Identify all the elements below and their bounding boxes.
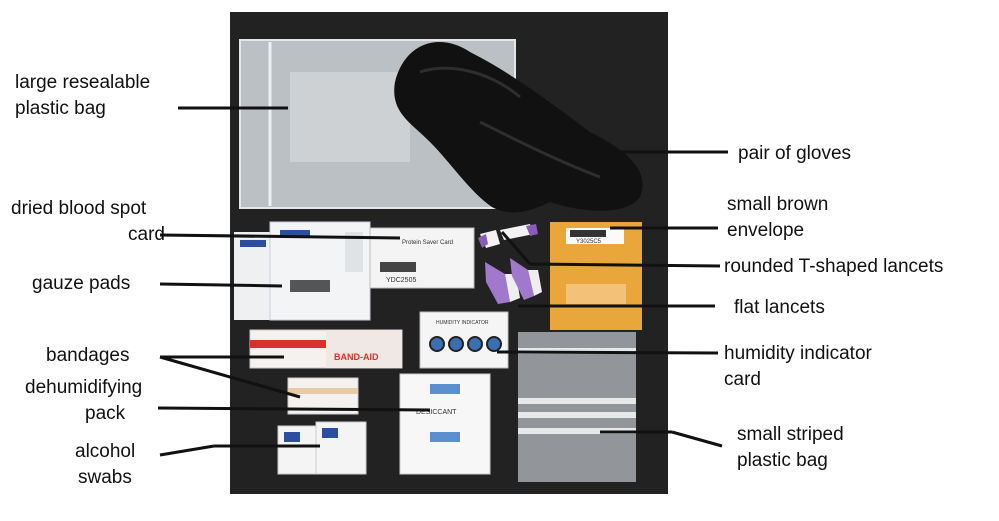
- label-alcohol: alcohol swabs: [75, 439, 135, 491]
- label-t-lancets-line1: rounded T-shaped lancets: [724, 256, 944, 277]
- label-gloves: pair of gloves: [738, 141, 851, 167]
- leader-alcohol: [159, 444, 215, 457]
- label-dehumid-line1: dehumidifying: [25, 377, 143, 398]
- leader-humidity: [496, 350, 719, 355]
- label-envelope-line2: envelope: [727, 220, 805, 241]
- envelope-print-code: Y3025C5: [576, 239, 602, 245]
- label-dehumid: dehumidifying pack: [25, 375, 142, 427]
- label-large-bag: large resealable plastic bag: [15, 70, 150, 122]
- label-striped-bag-line2: plastic bag: [737, 450, 828, 471]
- brown-envelope: Y3025C5: [550, 222, 642, 330]
- label-t-lancets: rounded T-shaped lancets: [724, 254, 943, 280]
- label-blood-card-line2: card: [128, 224, 165, 245]
- label-humidity-line2: card: [724, 369, 761, 390]
- card-print-code: YDC2505: [386, 277, 416, 284]
- leader-t-lancets-1: [500, 231, 532, 265]
- label-striped-bag-line1: small striped: [737, 424, 844, 445]
- label-bandages: bandages: [46, 343, 129, 369]
- leader-dehumid: [157, 406, 431, 412]
- humidity-indicator-card: HUMIDITY INDICATOR: [419, 311, 509, 369]
- bandage-print-1: BAND-AID: [334, 352, 379, 362]
- t-shaped-lancets: [478, 224, 538, 248]
- alcohol-swabs: [277, 421, 367, 475]
- leader-t-lancets-2: [529, 262, 721, 268]
- leader-gauze: [159, 282, 283, 288]
- dehumidifying-pack: DESICCANT: [399, 373, 491, 475]
- label-envelope: small brown envelope: [727, 192, 828, 244]
- label-bandages-line1: bandages: [46, 345, 130, 366]
- leader-striped-bag-2: [671, 430, 723, 448]
- label-alcohol-line2: swabs: [78, 467, 132, 488]
- label-gauze: gauze pads: [32, 271, 130, 297]
- label-large-bag-line1: large resealable: [15, 72, 151, 93]
- label-blood-card-line1: dried blood spot: [11, 198, 147, 219]
- label-flat-lancets-line1: flat lancets: [734, 297, 825, 318]
- leader-blood-card: [159, 233, 401, 240]
- label-humidity: humidity indicator card: [724, 341, 872, 393]
- label-striped-bag: small striped plastic bag: [737, 422, 844, 474]
- label-large-bag-line2: plastic bag: [15, 98, 106, 119]
- label-blood-card: dried blood spot card: [11, 196, 165, 248]
- gloves: [394, 42, 643, 213]
- label-alcohol-line1: alcohol: [75, 441, 136, 462]
- label-dehumid-line2: pack: [85, 403, 126, 424]
- label-envelope-line1: small brown: [727, 194, 829, 215]
- humidity-print-title: HUMIDITY INDICATOR: [436, 320, 489, 326]
- flat-lancets: [485, 258, 542, 304]
- desiccant-print: DESICCANT: [416, 409, 457, 416]
- label-gauze-line1: gauze pads: [32, 273, 131, 294]
- card-print-title: Protein Saver Card: [402, 240, 453, 246]
- label-flat-lancets: flat lancets: [734, 295, 825, 321]
- leader-bandages-2: [159, 355, 301, 399]
- label-humidity-line1: humidity indicator: [724, 343, 872, 364]
- label-gloves-line1: pair of gloves: [738, 143, 852, 164]
